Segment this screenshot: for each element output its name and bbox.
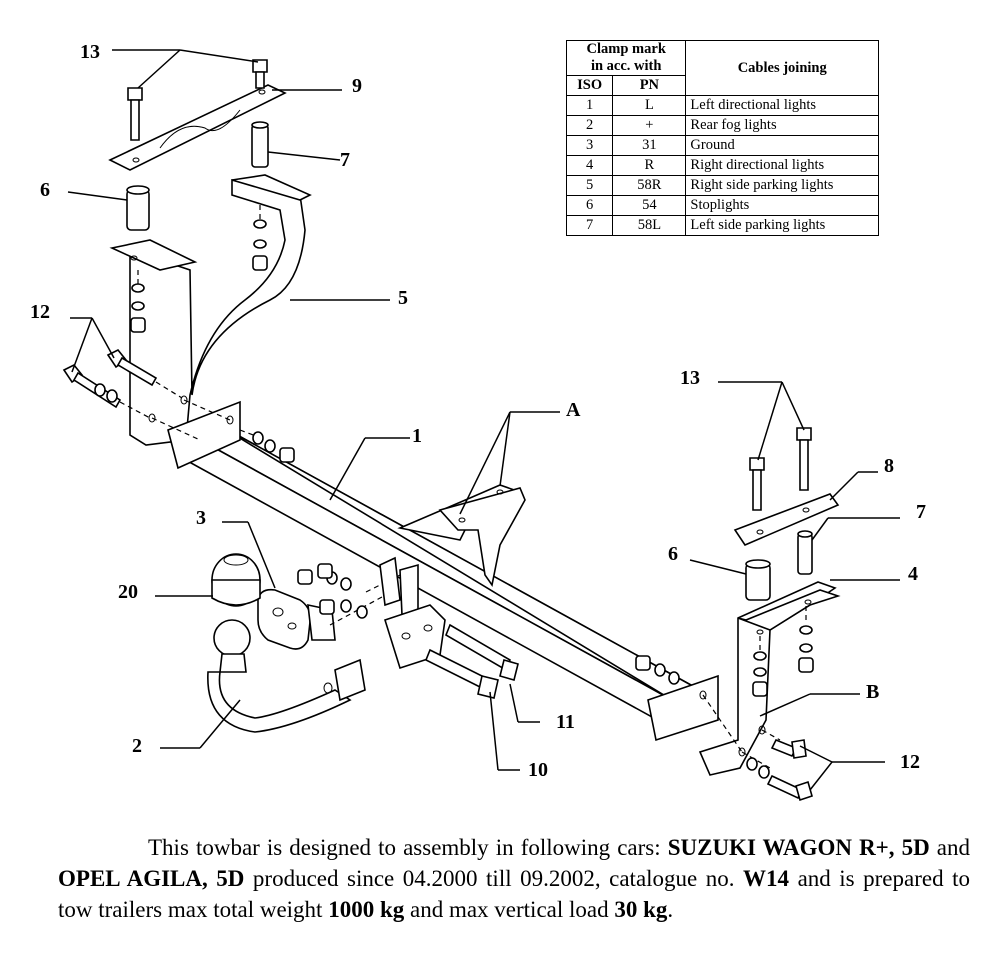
callout-3: 3 (196, 507, 206, 529)
main-crossbeam (167, 400, 719, 742)
callout-12-left: 12 (30, 301, 50, 323)
header-cables-joining: Cables joining (685, 40, 879, 96)
callout-6-right: 6 (668, 543, 678, 565)
right-side-bolts (741, 729, 813, 802)
right-spacer-7 (797, 533, 813, 575)
callout-b: B (866, 681, 879, 703)
callout-8: 8 (884, 455, 894, 477)
callout-13-left: 13 (80, 41, 100, 63)
table-row: 6 54 Stoplights (565, 195, 879, 216)
callout-5: 5 (398, 287, 408, 309)
left-top-plate (108, 84, 287, 171)
car-model-2: OPEL AGILA, 5D (58, 866, 245, 891)
max-weight: 1000 kg (328, 897, 405, 922)
max-vertical-load: 30 kg (614, 897, 668, 922)
car-model-1: SUZUKI WAGON R+, 5D (667, 835, 930, 860)
table-row: 4 R Right directional lights (565, 155, 879, 176)
callout-12-right: 12 (900, 751, 920, 773)
callout-9: 9 (352, 75, 362, 97)
leader-lines (67, 49, 900, 791)
callout-a: A (566, 399, 581, 421)
callout-2: 2 (132, 735, 142, 757)
left-bolts (127, 59, 268, 141)
header-clamp-mark: Clamp mark in acc. with (565, 40, 687, 76)
catalogue-number: W14 (743, 866, 790, 891)
callout-6-left: 6 (40, 179, 50, 201)
right-end-nuts (635, 655, 680, 685)
towbar-exploded-diagram: 13 9 7 6 5 12 1 A 3 20 2 11 10 13 8 7 6 … (30, 41, 926, 802)
left-nuts (130, 205, 268, 333)
ball-mount-plate (257, 588, 396, 650)
callout-10: 10 (528, 759, 548, 781)
right-nuts (752, 606, 814, 697)
right-side-bracket (698, 581, 841, 776)
left-side-bracket (109, 174, 312, 446)
right-spacer-6 (745, 563, 771, 601)
description-paragraph: This towbar is designed to assembly in f… (58, 835, 970, 922)
table-row: 7 58L Left side parking lights (565, 215, 879, 236)
right-top-plate (733, 493, 840, 546)
table-row: 3 31 Ground (565, 135, 879, 156)
callout-1: 1 (412, 425, 422, 447)
left-end-nuts (239, 429, 295, 463)
callout-11: 11 (556, 711, 575, 733)
callout-13-right: 13 (680, 367, 700, 389)
table-row: 5 58R Right side parking lights (565, 175, 879, 196)
callout-7-left: 7 (340, 149, 350, 171)
callout-7-right: 7 (916, 501, 926, 523)
central-brackets (379, 556, 519, 699)
header-pn: PN (612, 75, 687, 96)
left-spacer-7 (251, 124, 269, 168)
clamp-wiring-table: Clamp mark in acc. with Cables joining I… (565, 40, 879, 236)
ball-cap-20 (211, 553, 261, 607)
header-iso: ISO (565, 75, 614, 96)
callout-4: 4 (908, 563, 918, 585)
table-row: 1 L Left directional lights (565, 95, 879, 116)
right-bolts (749, 427, 812, 511)
table-row: 2 + Rear fog lights (565, 115, 879, 136)
callout-20: 20 (118, 581, 138, 603)
tow-ball-neck-2 (207, 619, 366, 733)
left-spacer-6 (126, 189, 150, 231)
left-side-bolts (62, 348, 183, 419)
